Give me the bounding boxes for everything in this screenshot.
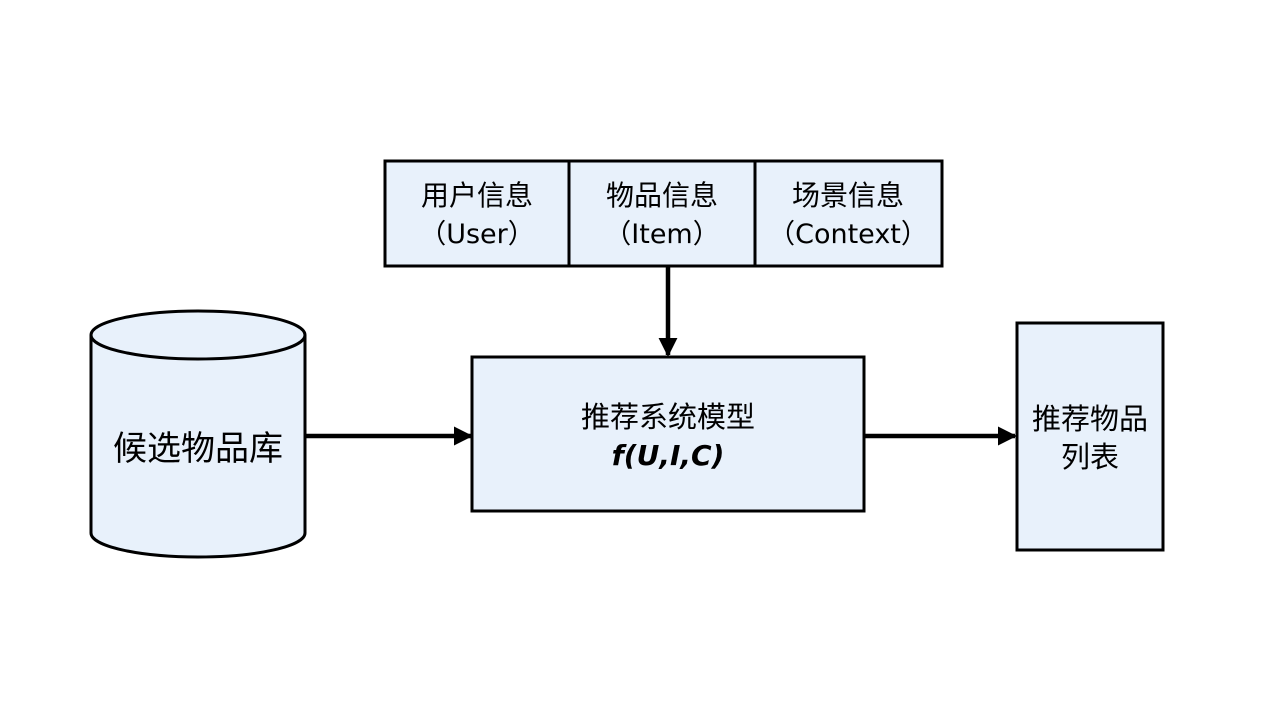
item-info-label: 物品信息 — [606, 179, 718, 212]
output-list-box — [1015, 321, 1165, 552]
output-label-line1: 推荐物品 — [1032, 402, 1148, 436]
item-info-sublabel: （Item） — [604, 219, 719, 250]
item-info-box — [567, 159, 757, 268]
context-info-box — [753, 159, 944, 268]
context-info-label: 场景信息 — [792, 179, 904, 212]
candidate-db-cylinder: 候选物品库 — [89, 309, 307, 559]
model-group: 推荐系统模型 f(U,I,C) — [470, 355, 866, 513]
model-formula: f(U,I,C) — [612, 439, 725, 472]
candidate-db-label: 候选物品库 — [113, 429, 283, 469]
model-title: 推荐系统模型 — [581, 400, 755, 434]
cylinder-body — [89, 335, 307, 559]
output-label-line2: 列表 — [1061, 440, 1119, 474]
user-info-sublabel: （User） — [419, 219, 535, 250]
user-info-label: 用户信息 — [421, 179, 533, 212]
cylinder-top — [89, 309, 307, 361]
user-info-box — [383, 159, 571, 268]
input-info-group: 用户信息 （User） 物品信息 （Item） 场景信息 （Context） — [383, 159, 944, 268]
model-box — [470, 355, 866, 513]
context-info-sublabel: （Context） — [768, 219, 928, 250]
output-group: 推荐物品 列表 — [1015, 321, 1165, 552]
